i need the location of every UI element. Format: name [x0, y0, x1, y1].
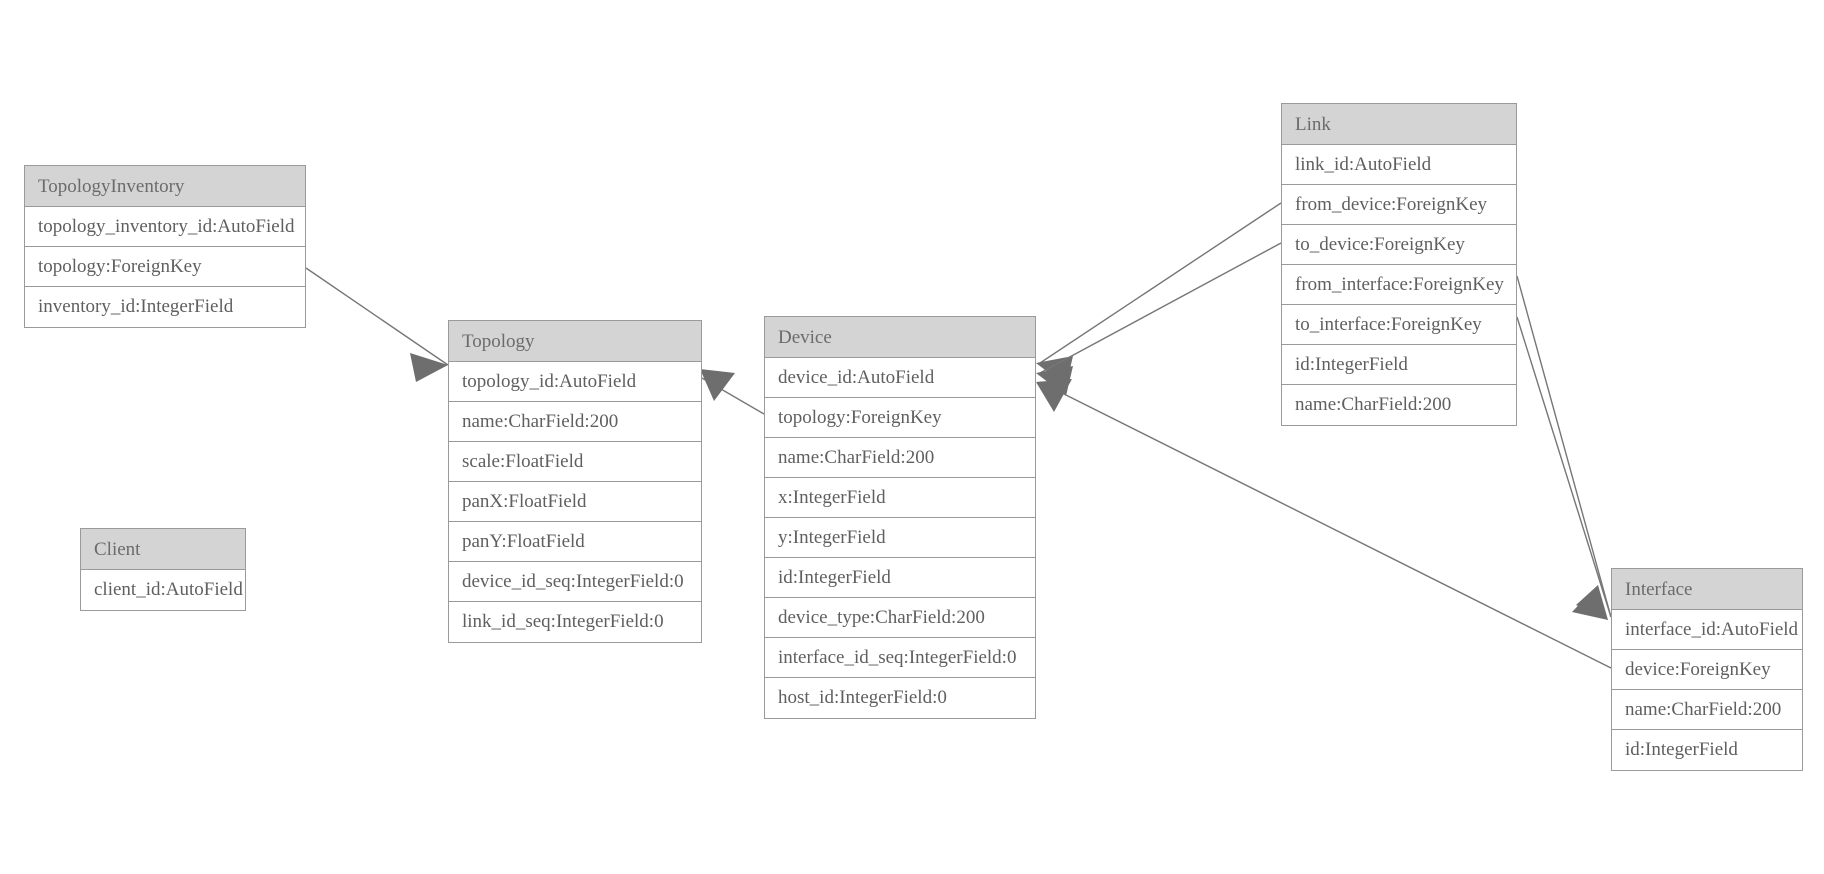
relationship-edge: Link.from_device -> Device	[1036, 202, 1282, 386]
relationship-line	[1516, 275, 1612, 618]
entity-field-row: to_device:ForeignKey	[1282, 225, 1516, 265]
entity-field-row: name:CharField:200	[765, 438, 1035, 478]
relationship-line	[1039, 242, 1282, 374]
entity-title: Device	[765, 317, 1035, 358]
entity-field-row: panY:FloatField	[449, 522, 701, 562]
entity-title: Topology	[449, 321, 701, 362]
arrowhead-icon	[1572, 589, 1608, 620]
entity-field-row: device_id:AutoField	[765, 358, 1035, 398]
entity-field-row: topology:ForeignKey	[765, 398, 1035, 438]
entity-field-row: to_interface:ForeignKey	[1282, 305, 1516, 345]
entity-field-row: y:IntegerField	[765, 518, 1035, 558]
entity-title: TopologyInventory	[25, 166, 305, 207]
entity-field-row: name:CharField:200	[449, 402, 701, 442]
entity-field-row: from_interface:ForeignKey	[1282, 265, 1516, 305]
entity-field-row: scale:FloatField	[449, 442, 701, 482]
relationship-edge: Link.from_interface -> Interface	[1516, 275, 1612, 620]
arrowhead-icon	[1036, 379, 1072, 412]
entity-field-row: link_id_seq:IntegerField:0	[449, 602, 701, 642]
relationship-edge: Link.to_interface -> Interface	[1516, 316, 1612, 620]
arrowhead-icon	[1036, 356, 1073, 386]
entity-title: Link	[1282, 104, 1516, 145]
entity-field-row: client_id:AutoField	[81, 570, 245, 610]
relationship-edge: Device.topology -> Topology	[700, 369, 765, 415]
entity-field-row: panX:FloatField	[449, 482, 701, 522]
entity-field-row: id:IntegerField	[1282, 345, 1516, 385]
relationship-line	[701, 377, 765, 415]
arrowhead-icon	[1576, 585, 1608, 620]
relationship-edge: Link.to_device -> Device	[1036, 242, 1282, 396]
relationship-line	[1039, 202, 1282, 364]
relationship-line	[1516, 316, 1612, 618]
arrowhead-icon	[1036, 366, 1073, 396]
entity-title: Client	[81, 529, 245, 570]
entity-field-row: from_device:ForeignKey	[1282, 185, 1516, 225]
entity-field-row: id:IntegerField	[1612, 730, 1802, 770]
entity-field-row: name:CharField:200	[1282, 385, 1516, 425]
entity-field-row: host_id:IntegerField:0	[765, 678, 1035, 718]
entity-field-row: id:IntegerField	[765, 558, 1035, 598]
entity-field-row: device_id_seq:IntegerField:0	[449, 562, 701, 602]
relationship-edge: TopologyInventory.topology -> Topology	[305, 267, 449, 382]
arrowhead-icon	[700, 369, 735, 401]
entity-field-row: topology:ForeignKey	[25, 247, 305, 287]
entity-field-row: link_id:AutoField	[1282, 145, 1516, 185]
entity-field-row: interface_id:AutoField	[1612, 610, 1802, 650]
entity-field-row: device:ForeignKey	[1612, 650, 1802, 690]
entity-field-row: device_type:CharField:200	[765, 598, 1035, 638]
entity-title: Interface	[1612, 569, 1802, 610]
entity-field-row: x:IntegerField	[765, 478, 1035, 518]
arrowhead-icon	[410, 353, 448, 382]
entity-field-row: interface_id_seq:IntegerField:0	[765, 638, 1035, 678]
entity-field-row: inventory_id:IntegerField	[25, 287, 305, 327]
entity-field-row: topology_inventory_id:AutoField	[25, 207, 305, 247]
entity-field-row: name:CharField:200	[1612, 690, 1802, 730]
relationship-line	[305, 267, 449, 366]
entity-field-row: topology_id:AutoField	[449, 362, 701, 402]
